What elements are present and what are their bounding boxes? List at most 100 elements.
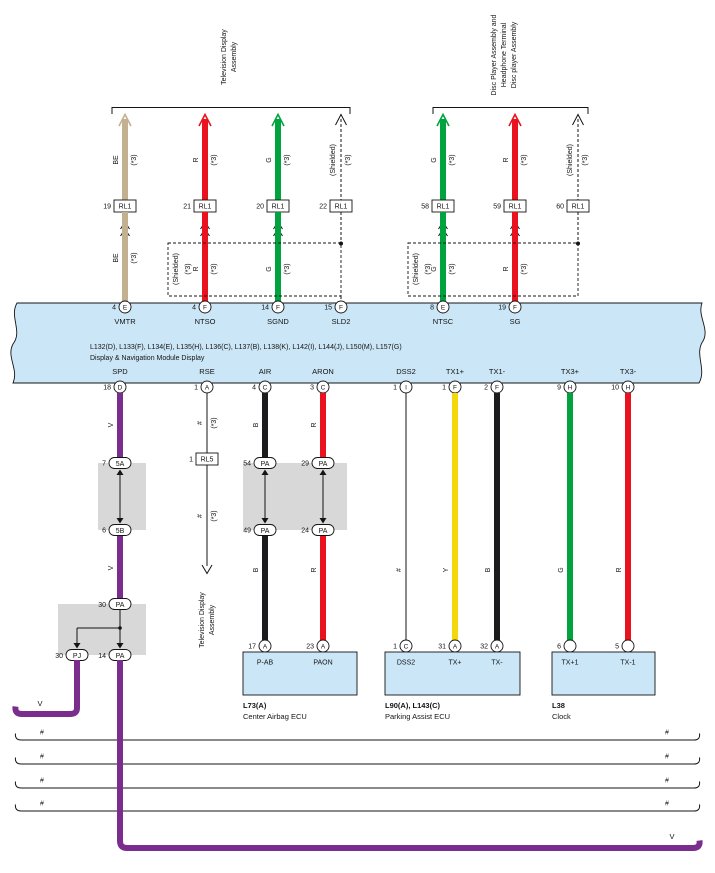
ecu-code: L73(A) [243, 701, 267, 710]
connector-number: 14 [98, 653, 106, 660]
arrow-up-icon [335, 113, 347, 126]
shield-outline [167, 242, 342, 297]
bus-line [14, 757, 701, 765]
connector-number: 29 [301, 461, 309, 468]
bracket-left-line [111, 107, 351, 114]
connector-number: 30 [55, 653, 63, 660]
pin-letter: C [404, 643, 409, 650]
destination-label-2: Assembly [209, 604, 216, 635]
wire-note: (*3) [211, 154, 218, 165]
arrow-up-icon [436, 112, 450, 127]
junction-box [58, 604, 146, 655]
bus-code-v-left: V [37, 699, 42, 708]
ecu-parking-assist: DSS2 TX+ TX- L90(A), L143(C) Parking Ass… [384, 651, 521, 721]
pin-letter: E [441, 304, 446, 311]
wire-color-code: Y [443, 567, 450, 572]
connector-number: 7 [102, 461, 106, 468]
wire-note: (*3) [284, 154, 291, 165]
ecu-box [384, 651, 521, 696]
connector-number: 59 [493, 204, 501, 211]
terminal-name: RSE [199, 367, 214, 376]
connector-label: PJ [73, 653, 81, 660]
connector-number: 21 [183, 204, 191, 211]
shield-box-left: (Shielded) (*3) [167, 241, 343, 297]
arrow-up-icon [116, 469, 124, 475]
wire-spd-to-bottom-bus [117, 660, 703, 851]
bus-code-right: # [665, 801, 669, 808]
arrow-up-icon [319, 469, 327, 475]
ecu-code: L90(A), L143(C) [385, 701, 441, 710]
pin-number: 9 [557, 385, 561, 392]
pin-letter: H [626, 384, 631, 391]
terminal-name: SLD2 [332, 317, 351, 326]
circuit-rse: # (*3) 1 RL5 # (*3) Television Display A… [189, 393, 219, 648]
connector-number: 58 [421, 204, 429, 211]
wire-color-code: V [108, 422, 115, 427]
wire-note: (*3) [211, 263, 218, 274]
pin-number: 19 [498, 305, 506, 312]
terminal-name: TX1- [489, 367, 506, 376]
connector-oval [108, 457, 132, 469]
pin-letter: A [321, 643, 326, 650]
pin-circle [118, 300, 132, 314]
arrow-up-icon [572, 113, 584, 126]
shield-junction-dot [576, 241, 580, 246]
pin-circle [508, 300, 522, 314]
bus-code-left: # [40, 730, 44, 737]
bracket-right-label-2: Headphone Terminal [501, 22, 508, 87]
connector-label: RL5 [201, 457, 214, 464]
ecu-center-airbag: P-AB PAON L73(A) Center Airbag ECU [242, 651, 358, 721]
pin-circle [334, 300, 348, 314]
connector-label: RL1 [335, 204, 348, 211]
ecu-terminal: TX- [491, 660, 503, 667]
connector-label: RL1 [437, 204, 450, 211]
ecu-code: L38 [552, 701, 565, 710]
circuit-ntsc: G (*3) 58 RL1 G (*3) 8 E NTSC [421, 112, 456, 326]
terminal-name: NTSC [433, 317, 454, 326]
terminal-name: SPD [112, 367, 128, 376]
connector-label: PA [116, 653, 125, 660]
connector-label: PA [319, 528, 328, 535]
shield-outline [407, 242, 579, 297]
circuit-air-aron: B R 54 PA 49 PA 29 PA 24 PA B R 17 A 23 … [243, 393, 347, 653]
connector-number: 20 [256, 204, 264, 211]
terminal-name: AIR [259, 367, 272, 376]
pin-number: 15 [324, 305, 332, 312]
ecu-terminal: P-AB [257, 660, 274, 667]
pin-letter: F [513, 304, 517, 311]
pin-number: 8 [430, 305, 434, 312]
circuit-spd: V 7 5A 6 5B V 30 PA 30 PJ 14 PA V V [12, 393, 703, 851]
wire-color-code: R [311, 422, 318, 427]
wire-color-code: BE [113, 155, 120, 165]
pin-number: 5 [615, 644, 619, 651]
pin-number: 2 [484, 385, 488, 392]
terminal-name: DSS2 [396, 367, 416, 376]
arrow-up-icon [118, 112, 132, 127]
circuit-sg: R (*3) 59 RL1 R (*3) 19 F SG [493, 112, 528, 326]
circuit-shield-right: (Shielded) (*3) 60 RL1 [556, 113, 590, 243]
bus-code-v-right: V [669, 832, 674, 841]
wire-color-code: # [396, 568, 403, 572]
ecu-terminal: TX+ [448, 660, 461, 667]
pin-letter: A [263, 643, 268, 650]
wire-color-code: R [311, 567, 318, 572]
connector-number: 49 [243, 528, 251, 535]
bus-lines: # # # # # # # # [14, 730, 701, 812]
wire-color-code: BE [113, 253, 120, 263]
pin-letter: I [405, 384, 407, 391]
terminal-name: SG [510, 317, 521, 326]
bus-line [14, 804, 701, 812]
connector-label: PA [319, 461, 328, 468]
wire-color-code: G [266, 157, 273, 162]
wire-note: (*3) [131, 154, 138, 165]
wire-color-code: B [253, 422, 260, 427]
circuit-parking-assist: # Y B 1 C 31 A 32 A [393, 393, 504, 653]
ecu-terminal: PAON [313, 660, 332, 667]
ecu-name: Clock [552, 712, 571, 721]
band-output-pins: SPD 18 D RSE 1 A AIR 4 C ARON 3 C DSS2 1… [103, 367, 637, 394]
wire-note: (*3) [521, 154, 528, 165]
pin-circle [271, 300, 285, 314]
connector-number: 24 [301, 528, 309, 535]
ecu-name: Parking Assist ECU [385, 712, 450, 721]
terminal-name: NTSO [195, 317, 216, 326]
